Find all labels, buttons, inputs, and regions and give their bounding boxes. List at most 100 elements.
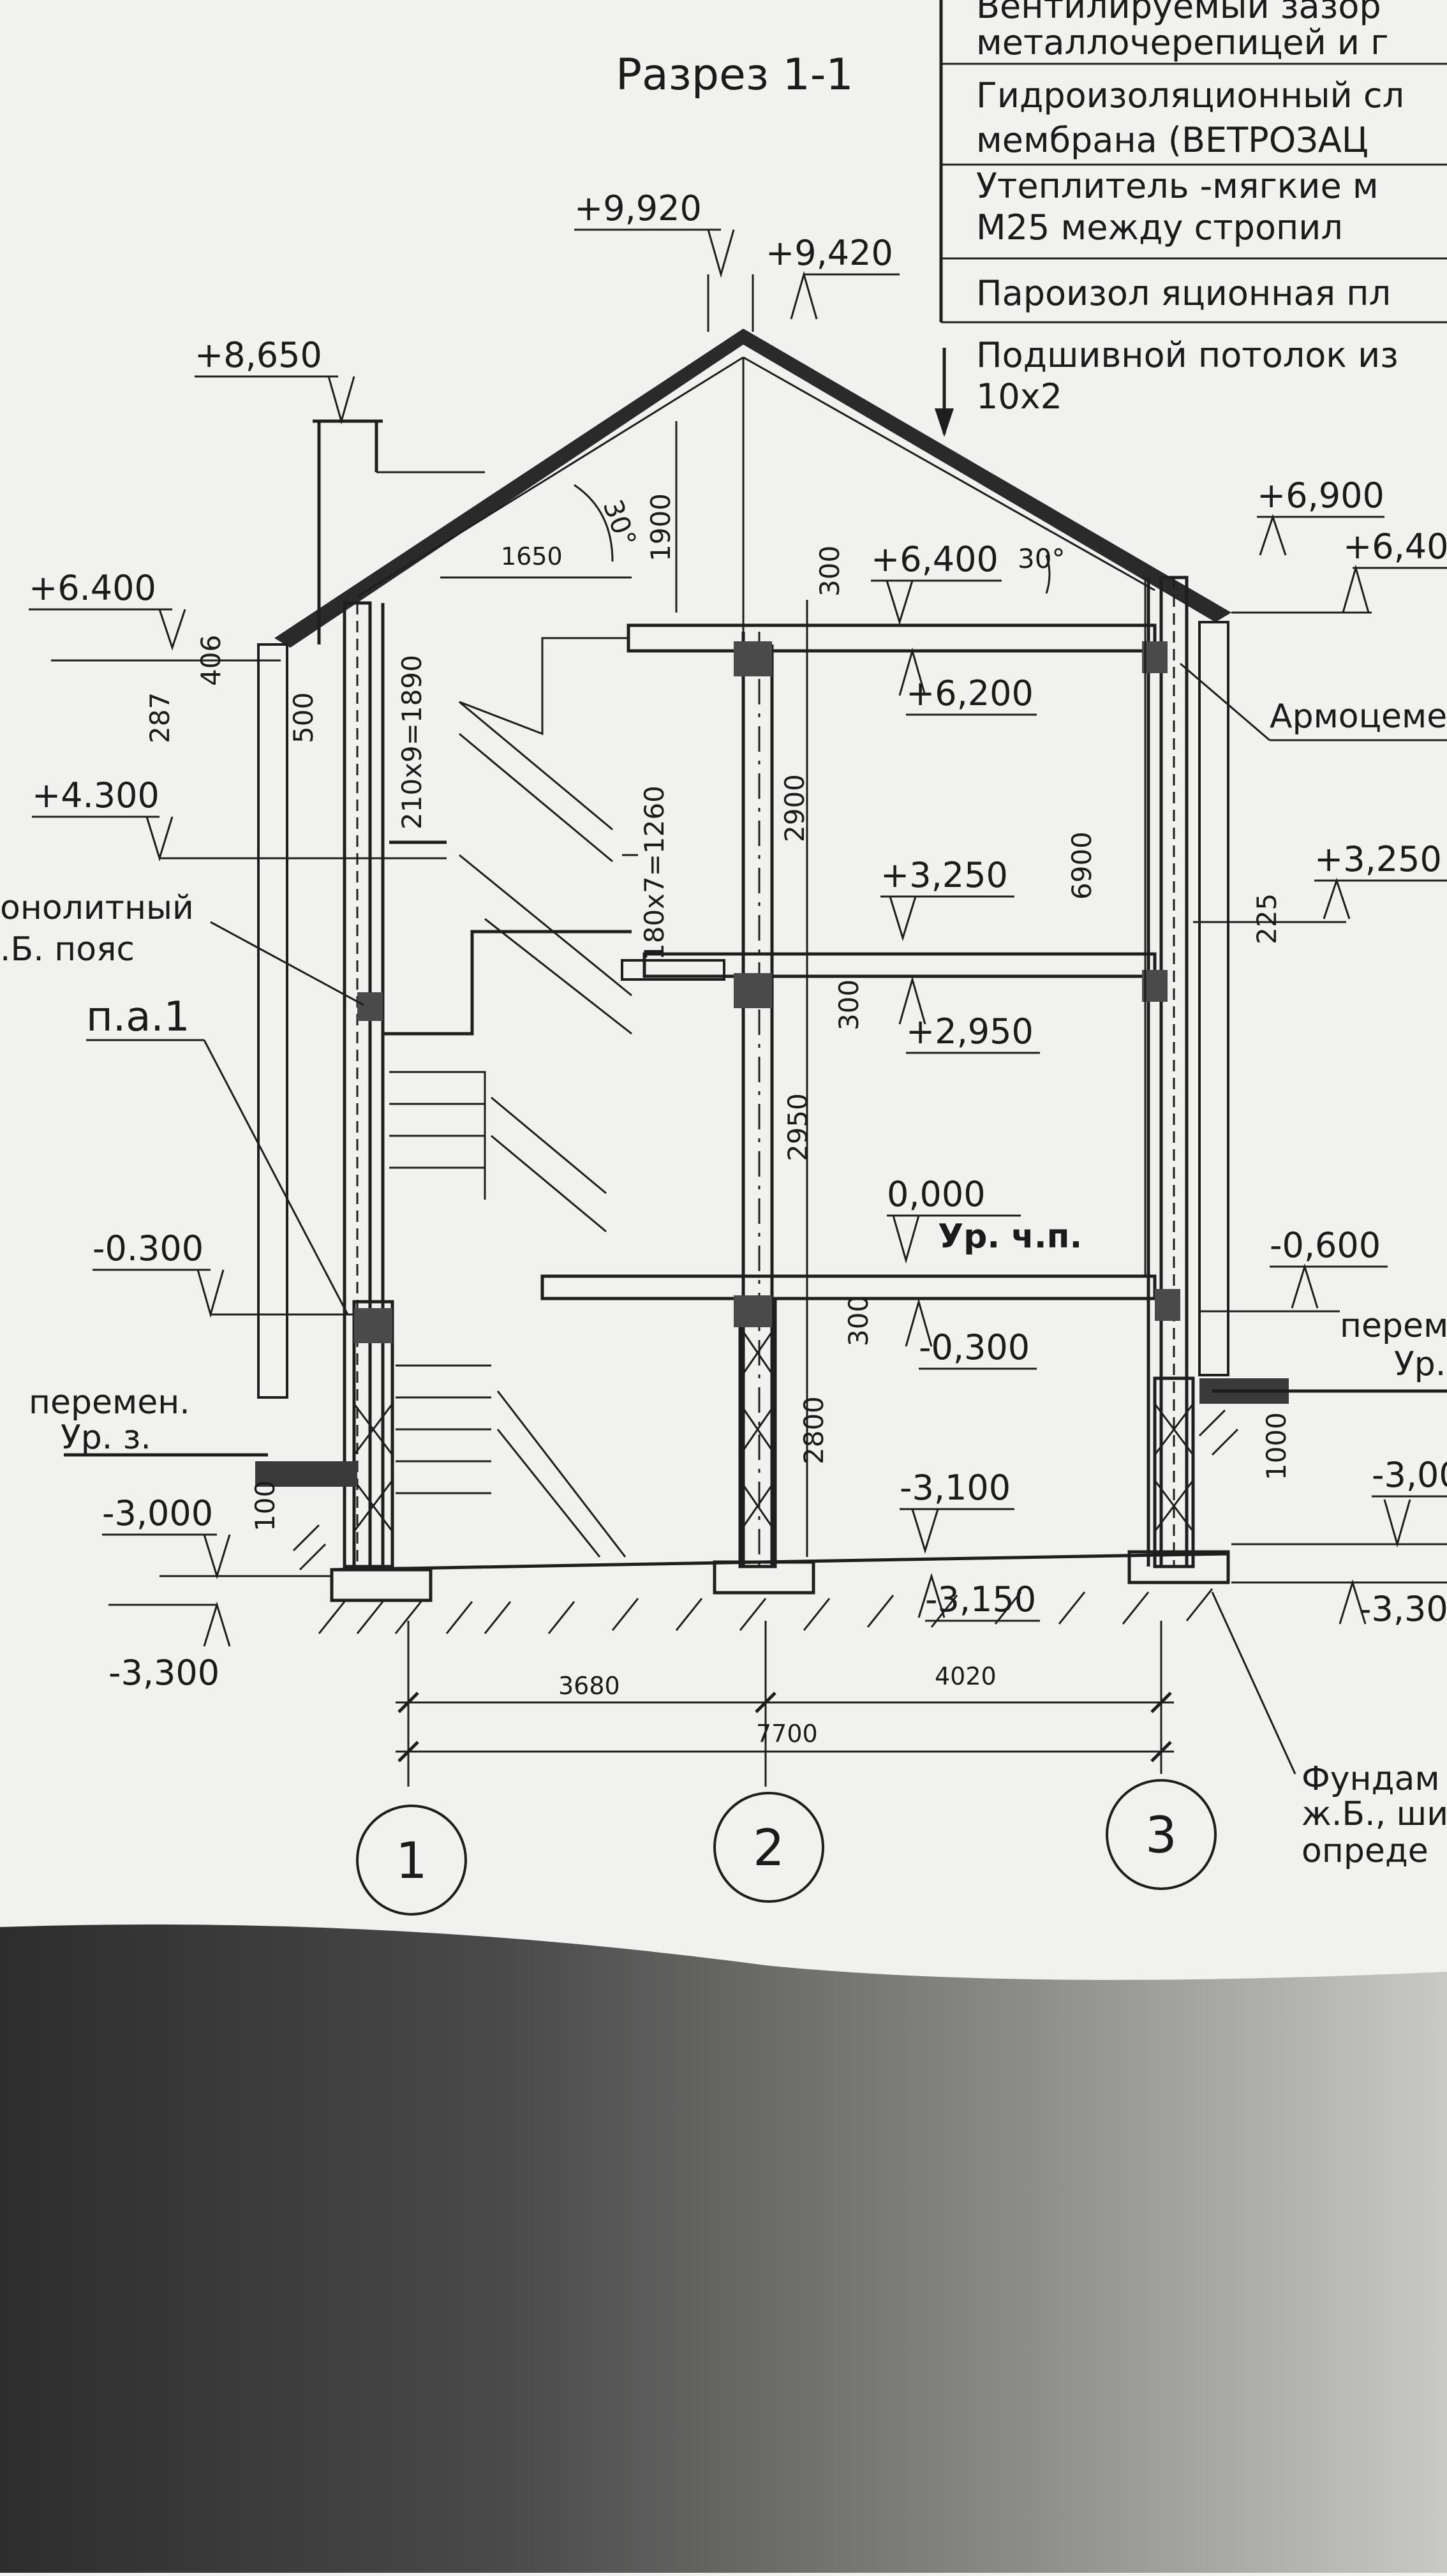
note-ground-right-2: Ур.	[1394, 1345, 1446, 1383]
axis-dimensions: 3680 4020 7700 1 2 3	[356, 1621, 1217, 1916]
right-basement-wall	[1153, 1376, 1195, 1568]
elev-right-3250: +3,250	[1314, 839, 1442, 879]
elev-right-m3000: -3,00	[1372, 1455, 1447, 1495]
dim-6900: 6900	[1066, 831, 1097, 900]
elev-floor-3250: +3,250	[880, 855, 1008, 895]
elev-right-6900: +6,900	[1257, 475, 1384, 516]
dim-1900: 1900	[645, 493, 676, 562]
axis-label-2: 2	[753, 1820, 785, 1877]
axis-label-3: 3	[1145, 1807, 1177, 1865]
elev-right-m600: -0,600	[1270, 1225, 1381, 1265]
stair-line	[383, 930, 632, 1036]
note-ground-left-1: перемен.	[29, 1383, 190, 1422]
legend-line: 10x2	[976, 376, 1062, 417]
rafter-line	[743, 356, 1155, 592]
elev-arrow	[203, 1534, 231, 1580]
landing-mid	[621, 959, 725, 981]
basement-column	[738, 1300, 777, 1568]
note-leader	[210, 921, 364, 1006]
dim-2800: 2800	[798, 1396, 829, 1464]
slab-bearing	[734, 973, 772, 1008]
dim-2900: 2900	[779, 774, 810, 842]
dim-1000-right: 1000	[1261, 1412, 1292, 1480]
foundation	[64, 1378, 1447, 1634]
note-foundation-1: Фундам	[1302, 1760, 1440, 1798]
rafter-line	[357, 356, 744, 598]
dim-300-mid: 300	[833, 979, 864, 1031]
slab-bearing	[1142, 970, 1168, 1002]
elev-arrow	[1291, 1263, 1319, 1309]
roof-angle-left: 30°	[597, 496, 643, 551]
elev-ridge-eave: +9,420	[766, 233, 893, 273]
elev-left-m3000: -3,000	[102, 1493, 213, 1533]
stair-upper-stringer	[459, 701, 613, 863]
axis-bubble-3	[1106, 1779, 1217, 1890]
elev-arrow	[889, 896, 917, 942]
ground-hatch	[292, 1409, 1239, 1571]
blind-area-left	[255, 1461, 357, 1487]
notes: онолитный .Б. пояс п.а.1 Армоцеме переме…	[0, 662, 1447, 1870]
dim-tick	[755, 1692, 776, 1713]
dim-stair-mid: 180x7=1260	[639, 785, 670, 960]
right-basement-wall-hatch	[1154, 1403, 1194, 1532]
legend-table: Вентилируемый зазор металлочерепицей и г…	[935, 0, 1447, 437]
elev-arrow	[898, 647, 926, 696]
legend-line: металлочерепицей и г	[976, 22, 1388, 63]
elev-arrow	[327, 376, 355, 425]
elev-left-6400: +6.400	[29, 568, 156, 608]
note-foundation-3: опреде	[1302, 1832, 1428, 1870]
elev-right-m3300: -3,30	[1359, 1589, 1447, 1629]
elev-arrow	[905, 1298, 933, 1347]
elev-arrow	[1323, 877, 1351, 919]
elev-arrow	[145, 816, 174, 862]
slab-bearing	[734, 641, 772, 676]
dim-tick	[397, 1692, 419, 1713]
legend-line: Пароизол яционная пл	[976, 273, 1391, 313]
elev-ceiling-6200: +6,200	[906, 673, 1034, 713]
elev-attic-floor: +6,400	[871, 539, 998, 579]
elev-zero-label: Ур. ч.п.	[938, 1217, 1082, 1256]
elev-footing: -3,150	[925, 1579, 1036, 1619]
stair-mid-stringer	[459, 854, 632, 1035]
monolithic-belt	[357, 992, 383, 1021]
elev-basement-floor: -3,100	[900, 1468, 1011, 1508]
note-armo: Армоцеме	[1270, 697, 1447, 736]
elev-chimney-top: +8,650	[195, 335, 322, 375]
roof-angle-arc	[574, 484, 614, 562]
legend-line: М25 между стропил	[976, 207, 1343, 248]
note-monolith-2: .Б. пояс	[0, 930, 135, 969]
dim-tick	[397, 1741, 419, 1762]
photo-shadow	[0, 1925, 1447, 2573]
roof: 1650 1900 30° 30°	[274, 274, 1231, 648]
roof-angle-arc	[1045, 555, 1051, 594]
elev-arrow	[886, 580, 914, 626]
elev-arrow	[790, 271, 818, 320]
dim-span-total: 7700	[756, 1720, 818, 1748]
axis-bubble-1	[356, 1805, 467, 1916]
stair-lower-stringer	[491, 1096, 607, 1233]
elev-arrow	[197, 1269, 225, 1318]
slab-floor-2	[642, 952, 1157, 978]
elev-right-6400: +6,40	[1343, 526, 1447, 567]
legend-line: мембрана (ВЕТРОЗАЦ	[976, 120, 1369, 160]
legend-leader-arrow	[935, 408, 954, 437]
dim-tick	[1150, 1741, 1172, 1762]
elev-arrow	[707, 229, 735, 278]
elev-arrow	[1342, 564, 1370, 613]
stair-steps	[389, 1071, 486, 1200]
left-basement-wall-hatch	[353, 1403, 394, 1532]
vertical-dimensions: 300 2900 6900 300 2950 300 2800	[779, 546, 1146, 1557]
elev-left-4300: +4.300	[32, 775, 160, 815]
note-ground-right-1: перем	[1340, 1307, 1447, 1345]
left-downpipe	[257, 643, 288, 1399]
right-downpipe	[1198, 621, 1229, 1376]
footing-left	[330, 1568, 433, 1602]
elev-ceiling-2950: +2,950	[906, 1011, 1034, 1052]
note-monolith-1: онолитный	[0, 889, 194, 927]
elev-zero: 0,000	[887, 1174, 986, 1214]
elev-arrow	[898, 976, 926, 1025]
stair-steps-basement	[396, 1364, 491, 1494]
legend-line: Гидроизоляционный сл	[976, 75, 1404, 115]
note-foundation-2: ж.Б., ши	[1302, 1795, 1447, 1833]
